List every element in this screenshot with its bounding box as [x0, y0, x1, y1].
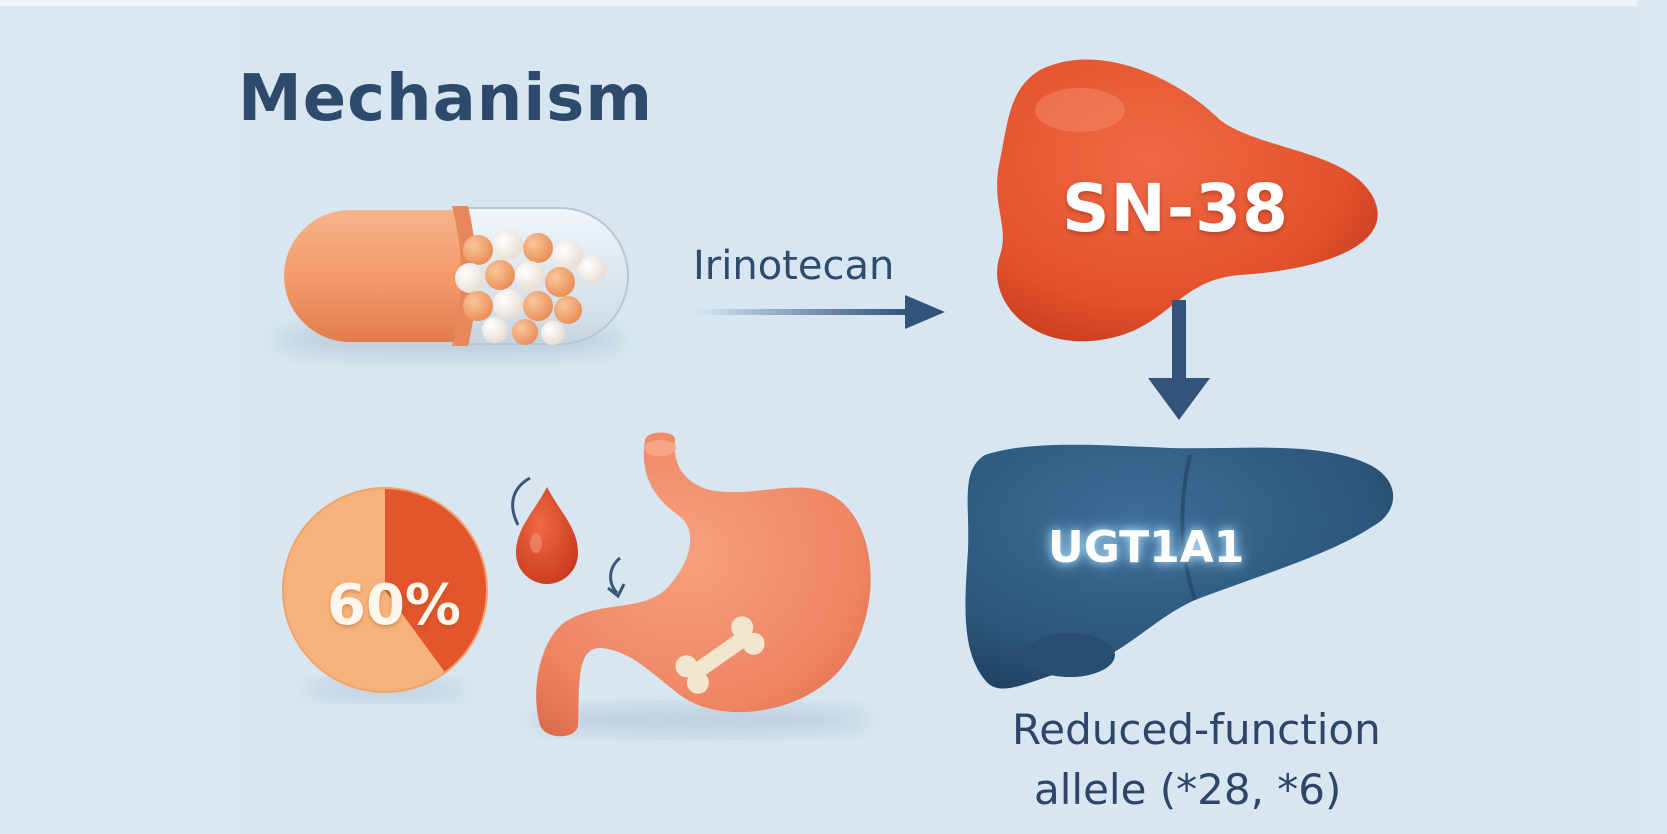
curved-arrow-icon: [607, 556, 626, 599]
blood-drop-icon: [516, 487, 578, 584]
irinotecan-arrow: [695, 295, 945, 329]
allele-label: Reduced-function allele (*28, *6): [1012, 700, 1432, 820]
sn38-blob-icon: [997, 59, 1378, 342]
page-title: Mechanism: [238, 62, 654, 136]
percent-label: 60%: [327, 573, 462, 638]
top-panel-edge: [0, 0, 1667, 6]
down-arrow: [1148, 300, 1210, 420]
drug-label: Irinotecan: [693, 243, 895, 289]
left-panel-edge: [0, 0, 240, 834]
capsule-beads: [455, 230, 606, 345]
stomach-icon: [530, 432, 871, 737]
bone-icon: [675, 616, 765, 694]
capsule-icon: [275, 206, 629, 358]
allele-label-line1: Reduced-function: [1012, 705, 1381, 754]
liver-icon: [965, 444, 1394, 689]
metabolite-label: SN-38: [1062, 170, 1290, 247]
curved-arrow-icon: [511, 476, 531, 526]
enzyme-label: UGT1A1: [1048, 522, 1245, 573]
pie-chart-icon: [282, 487, 488, 700]
allele-label-line2: allele (*28, *6): [1034, 765, 1342, 814]
right-panel-edge: [1637, 0, 1667, 834]
